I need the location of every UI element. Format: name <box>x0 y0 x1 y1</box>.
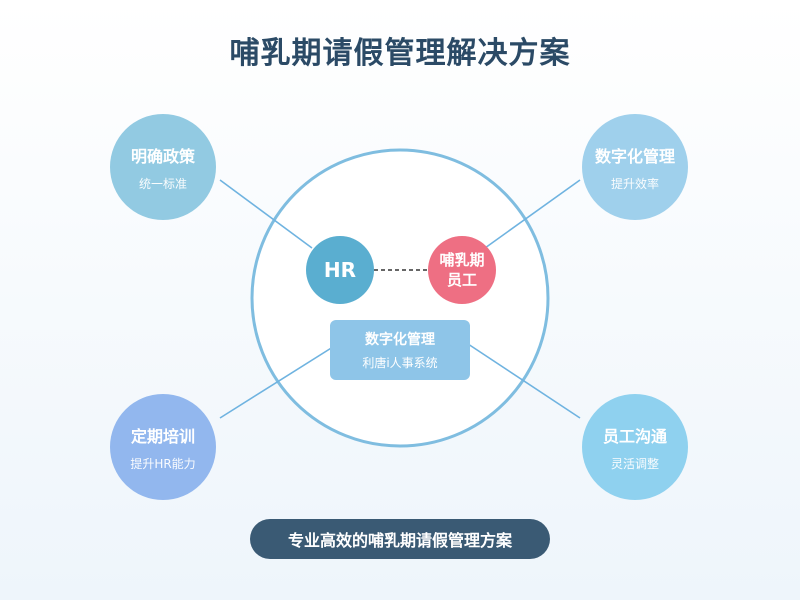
system-box: 数字化管理 利唐i人事系统 <box>330 320 470 380</box>
node-clear-policy: 明确政策 统一标准 <box>110 114 216 220</box>
node-title: 定期培训 <box>130 426 195 446</box>
connector-top-right <box>484 179 581 249</box>
node-subtitle: 统一标准 <box>138 176 187 191</box>
employee-label-line2: 员工 <box>446 271 477 289</box>
system-box-title: 数字化管理 <box>365 332 435 348</box>
hr-node: HR <box>306 236 374 304</box>
connector-bottom-left <box>219 339 345 419</box>
central-ring <box>250 148 550 448</box>
node-subtitle: 提升效率 <box>610 176 659 191</box>
node-employee-communication: 员工沟通 灵活调整 <box>582 394 688 500</box>
employee-label-line1: 哺乳期 <box>439 251 485 269</box>
node-digital-management: 数字化管理 提升效率 <box>582 114 688 220</box>
system-box-subtitle: 利唐i人事系统 <box>362 356 438 370</box>
node-regular-training: 定期培训 提升HR能力 <box>110 394 216 500</box>
employee-node: 哺乳期 员工 <box>428 236 496 304</box>
footer-pill: 专业高效的哺乳期请假管理方案 <box>250 519 550 559</box>
node-title: 数字化管理 <box>594 146 675 166</box>
page-title: 哺乳期请假管理解决方案 <box>229 36 571 71</box>
connector-top-left <box>219 179 313 249</box>
node-title: 明确政策 <box>130 146 195 166</box>
node-subtitle: 灵活调整 <box>610 456 659 471</box>
footer-text: 专业高效的哺乳期请假管理方案 <box>287 531 512 550</box>
connector-bottom-right <box>461 339 581 419</box>
node-subtitle: 提升HR能力 <box>130 456 196 471</box>
hr-label: HR <box>323 258 357 282</box>
node-title: 员工沟通 <box>602 426 667 446</box>
